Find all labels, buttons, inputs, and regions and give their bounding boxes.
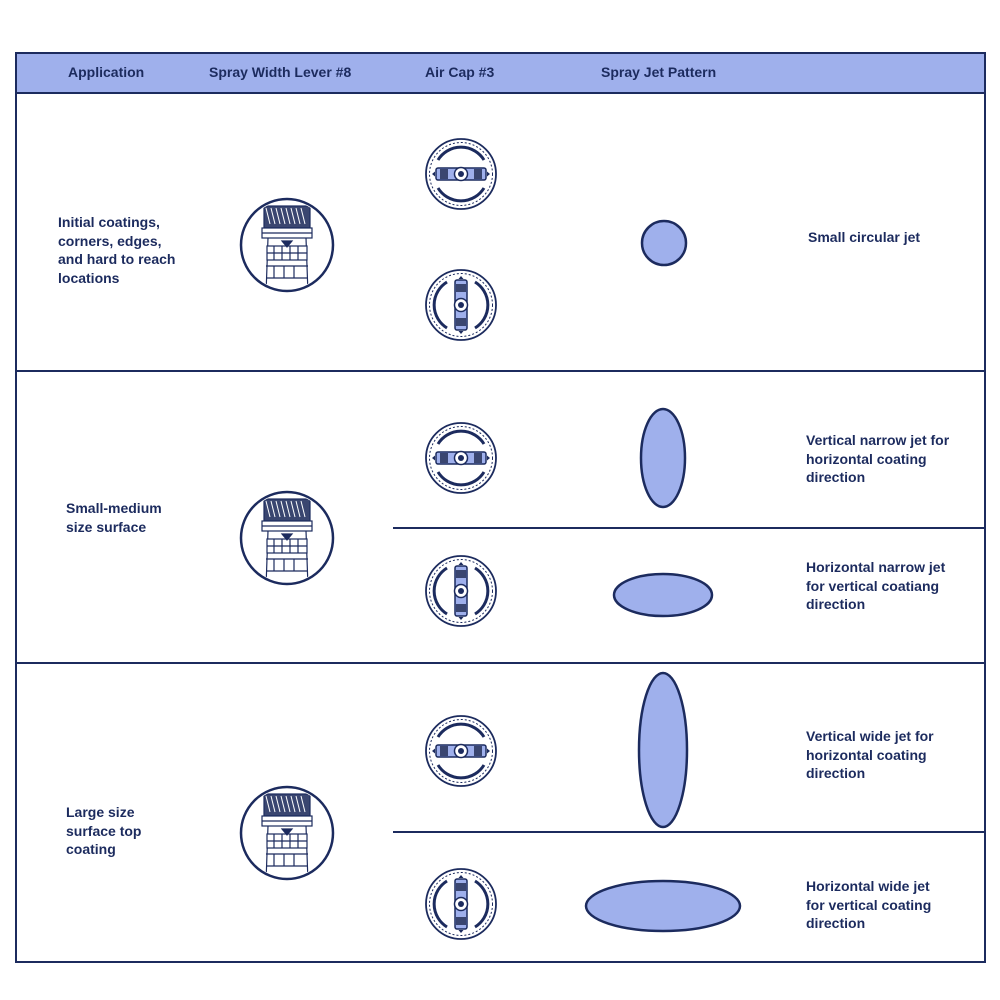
sub-row-divider bbox=[393, 831, 986, 833]
jet-small-circular bbox=[640, 219, 688, 267]
row-divider bbox=[15, 370, 986, 372]
header-application: Application bbox=[68, 64, 145, 80]
jet-description-row-1: Small circular jet bbox=[808, 229, 921, 245]
jet-vertical-narrow bbox=[639, 407, 687, 509]
jet-horizontal-wide bbox=[584, 879, 742, 933]
header-air-cap: Air Cap #3 bbox=[425, 64, 495, 80]
header-spray-width-lever: Spray Width Lever #8 bbox=[209, 64, 352, 80]
jet-horizontal-narrow bbox=[612, 572, 714, 618]
spray-settings-table: Application Spray Width Lever #8 Air Cap… bbox=[15, 52, 986, 963]
jet-vertical-wide bbox=[637, 671, 689, 829]
row-divider bbox=[15, 662, 986, 664]
header-spray-jet-pattern: Spray Jet Pattern bbox=[601, 64, 717, 80]
table-header: Application Spray Width Lever #8 Air Cap… bbox=[17, 54, 984, 94]
sub-row-divider bbox=[393, 527, 986, 529]
application-text-row-1: Initial coatings,corners, edges, and har… bbox=[58, 214, 176, 286]
